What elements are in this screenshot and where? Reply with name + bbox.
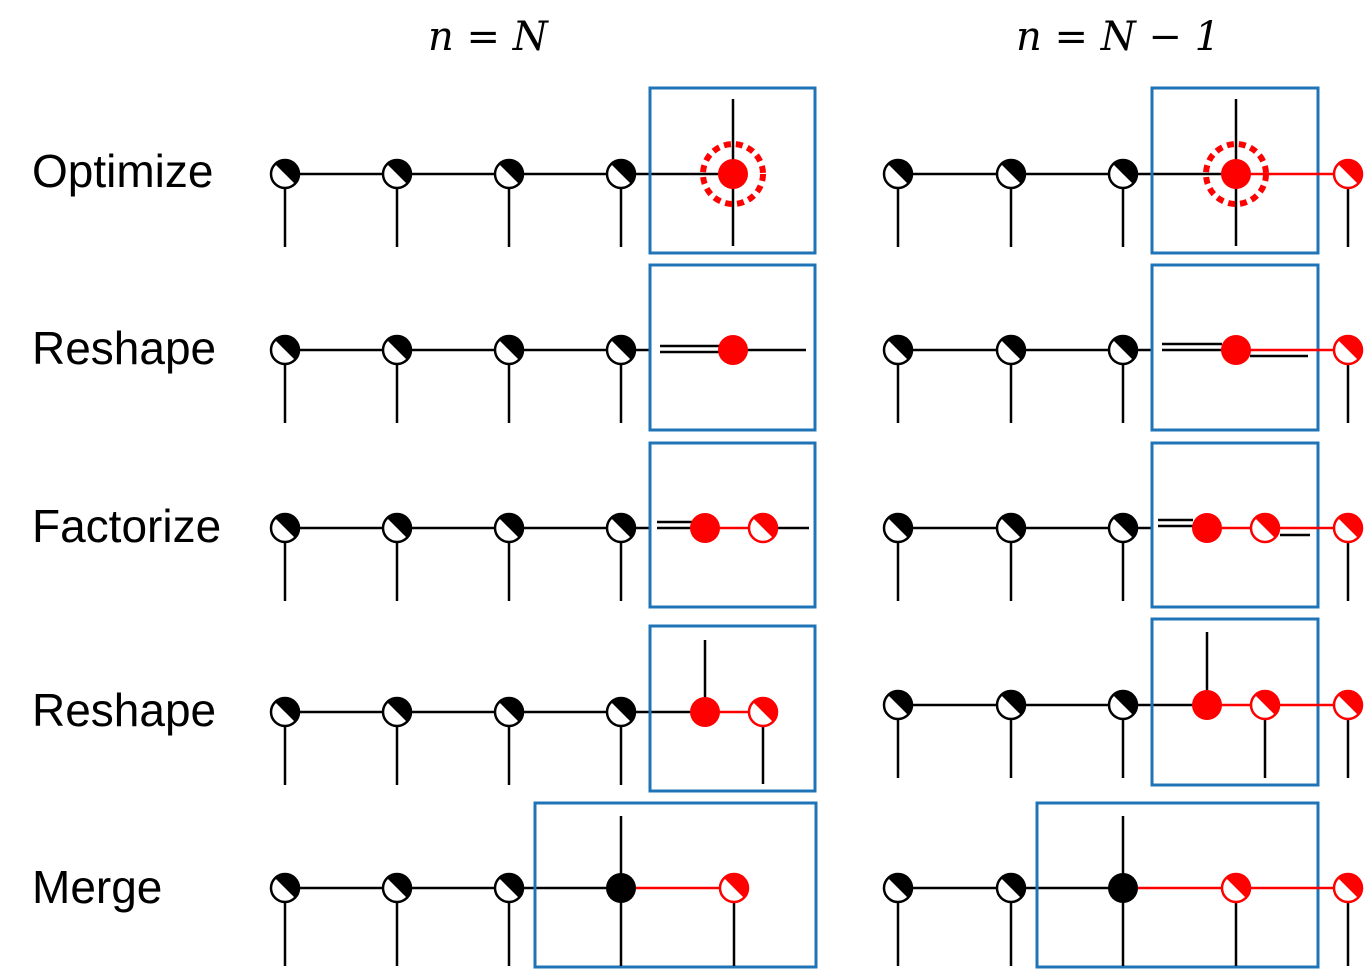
active-region-box <box>648 86 817 255</box>
left-canonical-fill <box>888 874 912 898</box>
column-header-n-equals-N: n = N <box>428 14 548 60</box>
center-tensor-node <box>718 159 748 189</box>
left-canonical-fill <box>275 514 299 538</box>
optimize-target-ring <box>1203 141 1269 207</box>
center-tensor-node <box>1192 690 1222 720</box>
left-canonical-fill <box>275 160 299 184</box>
left-canonical-fill <box>275 698 299 722</box>
left-canonical-fill <box>387 698 411 722</box>
row-label-reshape-1: Reshape <box>32 322 217 374</box>
center-tensor-node <box>1221 335 1251 365</box>
left-canonical-fill <box>1001 514 1025 538</box>
left-canonical-fill <box>888 514 912 538</box>
right-canonical-fill <box>1338 691 1362 715</box>
right-canonical-fill <box>1338 514 1362 538</box>
left-canonical-fill <box>1113 514 1137 538</box>
left-canonical-fill <box>1001 160 1025 184</box>
left-canonical-fill <box>888 160 912 184</box>
center-tensor-node <box>690 697 720 727</box>
right-canonical-fill <box>1226 873 1250 898</box>
row-label-reshape-2: Reshape <box>32 684 217 736</box>
left-canonical-fill <box>1001 691 1025 715</box>
optimize-target-ring <box>700 141 766 207</box>
left-canonical-fill <box>1113 336 1137 360</box>
row-label-optimize: Optimize <box>32 145 214 197</box>
left-canonical-fill <box>1113 160 1137 184</box>
left-canonical-fill <box>499 335 523 360</box>
center-tensor-node <box>1192 513 1222 543</box>
center-tensor-node <box>718 335 748 365</box>
row-label-merge: Merge <box>32 861 163 913</box>
right-canonical-fill <box>1255 690 1279 715</box>
active-region-box <box>648 263 817 432</box>
active-region-box <box>1150 263 1320 432</box>
left-canonical-fill <box>387 514 411 538</box>
left-canonical-fill <box>275 335 299 360</box>
left-canonical-fill <box>499 874 523 898</box>
left-canonical-fill <box>611 698 635 722</box>
right-canonical-fill <box>724 874 748 898</box>
right-canonical-fill <box>1338 336 1362 360</box>
left-canonical-fill <box>387 160 412 184</box>
left-canonical-fill <box>888 691 912 715</box>
left-canonical-fill <box>1113 691 1137 715</box>
active-region-box <box>1035 801 1320 969</box>
merged-center-node <box>606 873 636 903</box>
left-canonical-fill <box>1001 874 1025 898</box>
left-canonical-fill <box>611 160 635 184</box>
active-region-box <box>1150 617 1320 787</box>
left-canonical-fill <box>611 336 635 360</box>
left-canonical-fill <box>499 160 523 184</box>
right-canonical-fill <box>753 698 777 722</box>
left-canonical-fill <box>611 514 635 538</box>
active-region-box <box>1150 441 1320 609</box>
right-canonical-fill <box>1255 514 1279 538</box>
left-canonical-fill <box>275 874 299 898</box>
active-region-box <box>648 441 817 609</box>
left-canonical-fill <box>387 874 411 898</box>
center-tensor-node <box>1221 159 1251 189</box>
right-canonical-fill <box>1338 874 1362 898</box>
row-label-factorize: Factorize <box>32 500 222 552</box>
right-canonical-fill <box>1338 160 1362 184</box>
active-region-box <box>533 801 818 969</box>
active-region-box <box>1150 86 1320 255</box>
left-canonical-fill <box>1001 336 1025 360</box>
center-tensor-node <box>690 513 720 543</box>
column-header-n-equals-N-minus-1: n = N − 1 <box>1016 14 1221 60</box>
left-canonical-fill <box>387 336 411 360</box>
left-canonical-fill <box>499 514 523 538</box>
active-region-box <box>648 624 817 793</box>
right-canonical-fill <box>753 514 777 538</box>
left-canonical-fill <box>888 336 912 360</box>
merged-center-node <box>1108 873 1138 903</box>
left-canonical-fill <box>499 698 523 722</box>
